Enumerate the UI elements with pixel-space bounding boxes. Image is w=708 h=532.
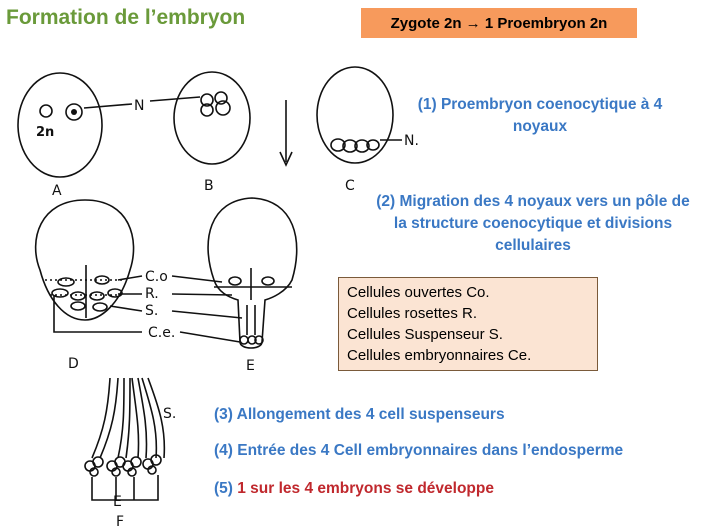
zygote-badge: Zygote 2n → 1 Proembryon 2n — [361, 8, 637, 38]
stage-e-proembryo — [171, 197, 298, 349]
step-4-text: (4) Entrée des 4 Cell embryonnaires dans… — [214, 442, 624, 459]
legend-item-s: Cellules Suspenseur S. — [347, 326, 503, 343]
stage-c-proembryo — [316, 66, 402, 164]
stage-d-proembryo — [34, 199, 143, 333]
label-ce: C.e. — [148, 325, 175, 341]
stage-b-proembryo — [149, 71, 251, 165]
page-title: Formation de l’embryon — [6, 6, 246, 29]
step-3-text: (3) Allongement des 4 cell suspenseurs — [214, 406, 505, 423]
legend-item-r: Cellules rosettes R. — [347, 305, 478, 322]
label-f: F — [116, 514, 124, 530]
label-e-f: E — [113, 494, 122, 510]
cell-legend-box: Cellules ouvertes Co. Cellules rosettes … — [338, 277, 598, 371]
label-s-f: S. — [163, 406, 176, 422]
stage-f-suspensors — [84, 377, 166, 501]
arrow-head-icon — [279, 151, 293, 167]
label-nucleus: N — [134, 98, 144, 114]
label-s: S. — [145, 303, 158, 319]
label-co: C.o — [145, 269, 168, 285]
label-b: B — [204, 178, 214, 194]
label-nucleus-c: N. — [404, 133, 419, 149]
label-d: D — [68, 356, 79, 372]
step-5-prefix: (5) — [214, 480, 238, 497]
label-a: A — [52, 183, 62, 199]
label-c: C — [345, 178, 355, 194]
stage-a-proembryo — [17, 72, 133, 178]
legend-item-ce: Cellules embryonnaires Ce. — [347, 347, 532, 364]
ploidy-label: 2n — [36, 125, 54, 140]
legend-item-co: Cellules ouvertes Co. — [347, 284, 490, 301]
step-5-text: (5) 1 sur les 4 embryons se développe — [214, 478, 494, 500]
label-r: R. — [145, 286, 159, 302]
step-1-text: (1) Proembryon coenocytique à 4 noyaux — [417, 96, 663, 135]
step-5-highlight: 1 sur les 4 embryons se développe — [237, 480, 494, 497]
label-e: E — [246, 358, 255, 374]
step-2-text: (2) Migration des 4 noyaux vers un pôle … — [376, 193, 690, 254]
